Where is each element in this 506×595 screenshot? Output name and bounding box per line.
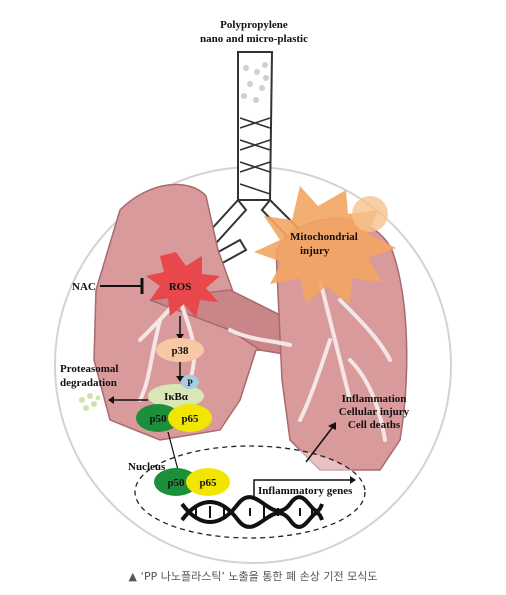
p50-label-cytoplasm: p50 bbox=[149, 413, 167, 425]
p65-node-cytoplasm bbox=[168, 404, 212, 432]
p65-node-nucleus bbox=[186, 468, 230, 496]
p65-label-cytoplasm: p65 bbox=[181, 413, 199, 425]
proteasomal-label-line2: degradation bbox=[60, 377, 117, 389]
ikba-node bbox=[148, 384, 204, 408]
gene-arrowhead bbox=[350, 476, 356, 484]
degradation-arrowhead bbox=[108, 396, 114, 404]
outcome-arrow bbox=[305, 427, 333, 463]
p38-to-ikba-arrowhead bbox=[176, 376, 184, 382]
phospho-node bbox=[181, 375, 199, 389]
outcome-line3: Cell deaths bbox=[348, 419, 401, 431]
source-label-line2: nano and micro-plastic bbox=[200, 33, 308, 45]
p50-label-nucleus: p50 bbox=[167, 477, 185, 489]
outcome-line1: Inflammation bbox=[342, 393, 407, 405]
ros-label: ROS bbox=[169, 281, 192, 293]
ikba-label: IκBα bbox=[164, 391, 189, 403]
mitochondria-label-line2: injury bbox=[300, 245, 330, 257]
proteasomal-label-line1: Proteasomal bbox=[60, 363, 118, 375]
translocation-line bbox=[167, 431, 179, 471]
nucleus-label: Nucleus bbox=[128, 461, 166, 473]
inflammatory-genes-label: Inflammatory genes bbox=[258, 485, 353, 497]
figure-caption: ▲ ‘PP 나노플라스틱’ 노출을 통한 폐 손상 기전 모식도 bbox=[129, 570, 378, 583]
ros-to-p38-arrowhead bbox=[176, 334, 184, 340]
p50-node-nucleus bbox=[154, 468, 198, 496]
phospho-label: P bbox=[187, 378, 193, 388]
p50-node-cytoplasm bbox=[136, 404, 180, 432]
p38-node bbox=[156, 338, 204, 362]
gene-arrow bbox=[253, 479, 352, 500]
outcome-line2: Cellular injury bbox=[339, 406, 410, 418]
nac-label: NAC bbox=[72, 281, 96, 293]
degradation-fragments bbox=[79, 393, 101, 411]
dna-helix bbox=[180, 495, 324, 529]
p38-label: p38 bbox=[171, 345, 189, 357]
ros-burst bbox=[146, 252, 220, 318]
mitochondria-label-line1: Mitochondrial bbox=[290, 231, 358, 243]
mitochondrial-injury-burst bbox=[254, 186, 396, 304]
p65-label-nucleus: p65 bbox=[199, 477, 217, 489]
outcome-arrowhead bbox=[328, 422, 336, 430]
source-label-line1: Polypropylene bbox=[220, 19, 288, 31]
